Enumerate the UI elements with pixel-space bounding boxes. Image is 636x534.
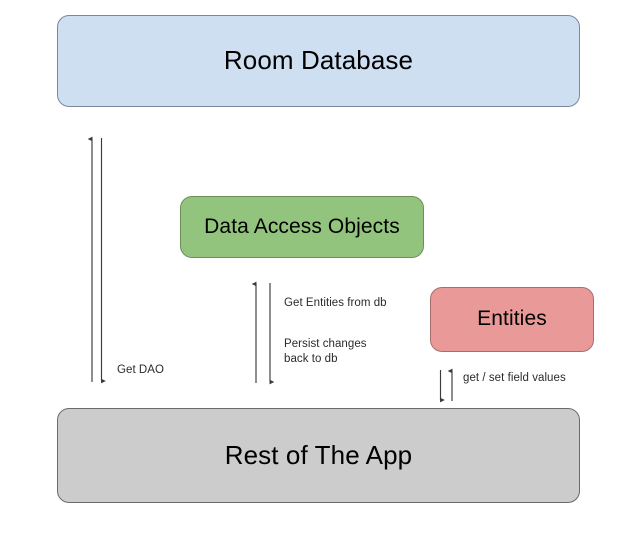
node-entities[interactable]: Entities (430, 287, 594, 352)
node-room-database[interactable]: Room Database (57, 15, 580, 107)
edge-label-get-set-field-values: get / set field values (463, 372, 566, 384)
edge-entities-app (439, 368, 453, 403)
node-data-access-objects[interactable]: Data Access Objects (180, 196, 424, 258)
edge-label-get-entities-from-db: Get Entities from db (284, 297, 387, 309)
edge-get-dao (87, 136, 106, 384)
node-rest-of-the-app[interactable]: Rest of The App (57, 408, 580, 503)
edge-label-persist-changes-back-to-db: Persist changes back to db (284, 338, 367, 366)
edge-label-get-dao: Get DAO (117, 364, 165, 376)
edge-dao-app (251, 281, 275, 385)
